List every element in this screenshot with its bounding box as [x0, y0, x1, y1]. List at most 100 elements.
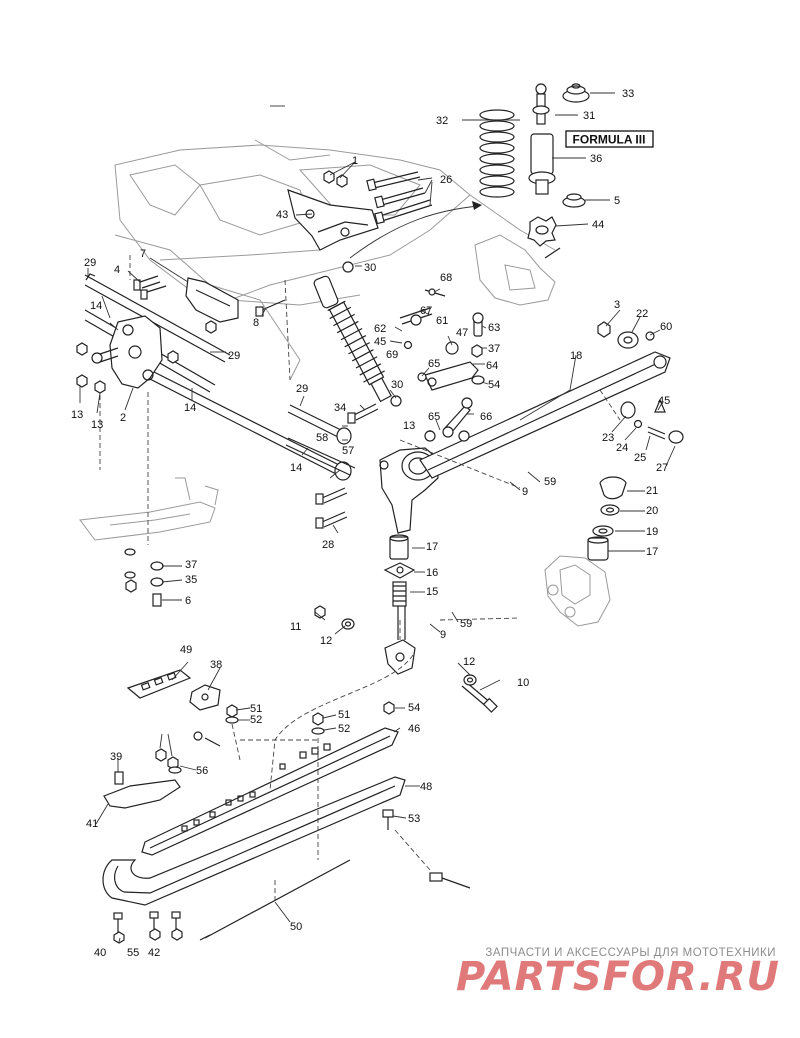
callout-label: 60	[660, 321, 672, 333]
callout-label: 1	[352, 155, 358, 167]
bolts-28	[315, 487, 348, 529]
steering-arm-2	[96, 315, 163, 389]
callout-label: 3	[614, 299, 620, 311]
callout-label: 57	[342, 445, 354, 457]
callout-label: 29	[84, 257, 96, 269]
lower-frame-bracket	[79, 477, 219, 541]
callout-label: 13	[91, 419, 103, 431]
callout-label: 9	[522, 486, 528, 498]
spindle-leg	[384, 606, 416, 675]
callout-label: 20	[646, 505, 658, 517]
callout-label: 11	[290, 621, 301, 633]
runner-wire-50	[199, 859, 351, 941]
callout-numbers: 1 2 3 4 5 6 7 8 9 9 10 11 12 12 13 13 13…	[71, 88, 672, 959]
watermark: ЗАПЧАСТИ И АКСЕССУАРЫ ДЛЯ МОТОТЕХНИКИ PA…	[456, 947, 780, 1000]
callout-label: 9	[440, 629, 446, 641]
callout-label: 6	[185, 595, 191, 607]
formula-label: FORMULA III	[565, 130, 654, 148]
callout-label: 52	[250, 714, 262, 726]
callout-label: 5	[614, 195, 620, 207]
callout-label: 44	[592, 219, 604, 231]
callout-label: 28	[322, 539, 334, 551]
callout-label: 31	[583, 110, 595, 122]
callout-label: 2	[120, 412, 126, 424]
callout-label: 40	[94, 947, 106, 959]
washers-12	[341, 618, 477, 686]
callout-label: 16	[426, 567, 438, 579]
small-parts-right	[399, 288, 485, 442]
shock-bracket-43	[287, 189, 379, 251]
callout-label: 12	[463, 656, 475, 668]
callout-label: 18	[570, 350, 582, 362]
spring-retainer-33	[562, 83, 590, 103]
callout-label: 61	[436, 315, 448, 327]
callout-label: 49	[180, 644, 192, 656]
callout-label: 50	[290, 921, 302, 933]
callout-label: 51	[338, 709, 350, 721]
callout-label: 36	[590, 153, 602, 165]
callout-label: 14	[184, 402, 196, 414]
callout-label: 14	[90, 300, 102, 312]
callout-label: 39	[110, 751, 122, 763]
callout-label: 30	[391, 379, 403, 391]
callout-label: 45	[658, 395, 670, 407]
plate-16	[383, 562, 416, 579]
callout-label: 26	[440, 174, 452, 186]
callout-label: 53	[408, 813, 420, 825]
nut-11	[314, 605, 326, 619]
callout-label: 34	[334, 402, 346, 414]
callout-label: 12	[320, 635, 332, 647]
shock-body-36	[528, 83, 556, 195]
cross-shaft-14	[84, 309, 352, 481]
spring-15	[392, 581, 407, 607]
chassis-frame-outline	[114, 139, 556, 381]
bracket-7	[185, 277, 239, 323]
right-pivot-parts	[587, 321, 684, 561]
wear-pad-49	[126, 669, 192, 699]
callout-label: 54	[488, 379, 500, 391]
callout-label: 14	[290, 462, 302, 474]
callout-label: 13	[403, 420, 415, 432]
callout-label: 38	[210, 659, 222, 671]
callout-label: 17	[646, 546, 658, 558]
ski-bolts-bottom	[113, 872, 471, 944]
callout-label: 4	[114, 264, 120, 276]
bushing-17	[389, 534, 409, 560]
callout-label: 64	[486, 360, 498, 372]
callout-label: 27	[656, 462, 668, 474]
spring-seat-5	[562, 193, 586, 208]
callout-label: 52	[338, 723, 350, 735]
callout-label: 43	[276, 209, 288, 221]
ski-runner-48	[102, 776, 406, 906]
callout-label: 19	[646, 526, 658, 538]
shock-spring-32	[479, 109, 515, 198]
exploded-arrowhead	[472, 201, 482, 210]
callout-label: 65	[428, 358, 440, 370]
callout-label: 30	[364, 262, 376, 274]
bolt-stack-lower	[124, 548, 164, 607]
bracket-38	[189, 684, 221, 711]
callout-label: 68	[440, 272, 452, 284]
callout-label: 23	[602, 432, 614, 444]
callout-label: 66	[480, 411, 492, 423]
callout-label: 29	[228, 350, 240, 362]
callout-label: 22	[636, 308, 648, 320]
callout-label: 51	[250, 703, 262, 715]
callout-label: 24	[616, 442, 628, 454]
callout-label: 10	[517, 677, 529, 689]
callout-label: 21	[646, 485, 658, 497]
callout-label: 29	[296, 383, 308, 395]
callout-label: 15	[426, 586, 438, 598]
ski-tip-41	[103, 779, 181, 809]
callout-label: 56	[196, 765, 208, 777]
callout-label: 42	[148, 947, 160, 959]
callout-label: 41	[86, 818, 98, 830]
bolt-10	[461, 681, 498, 713]
callout-label: 25	[634, 452, 646, 464]
callout-label: 7	[140, 248, 146, 260]
exploded-arrow	[349, 205, 479, 259]
callout-label: 47	[456, 327, 468, 339]
alignment-guides	[99, 255, 621, 900]
callout-label: 37	[185, 559, 197, 571]
watermark-brand: PARTSFOR.RU	[456, 954, 780, 1000]
